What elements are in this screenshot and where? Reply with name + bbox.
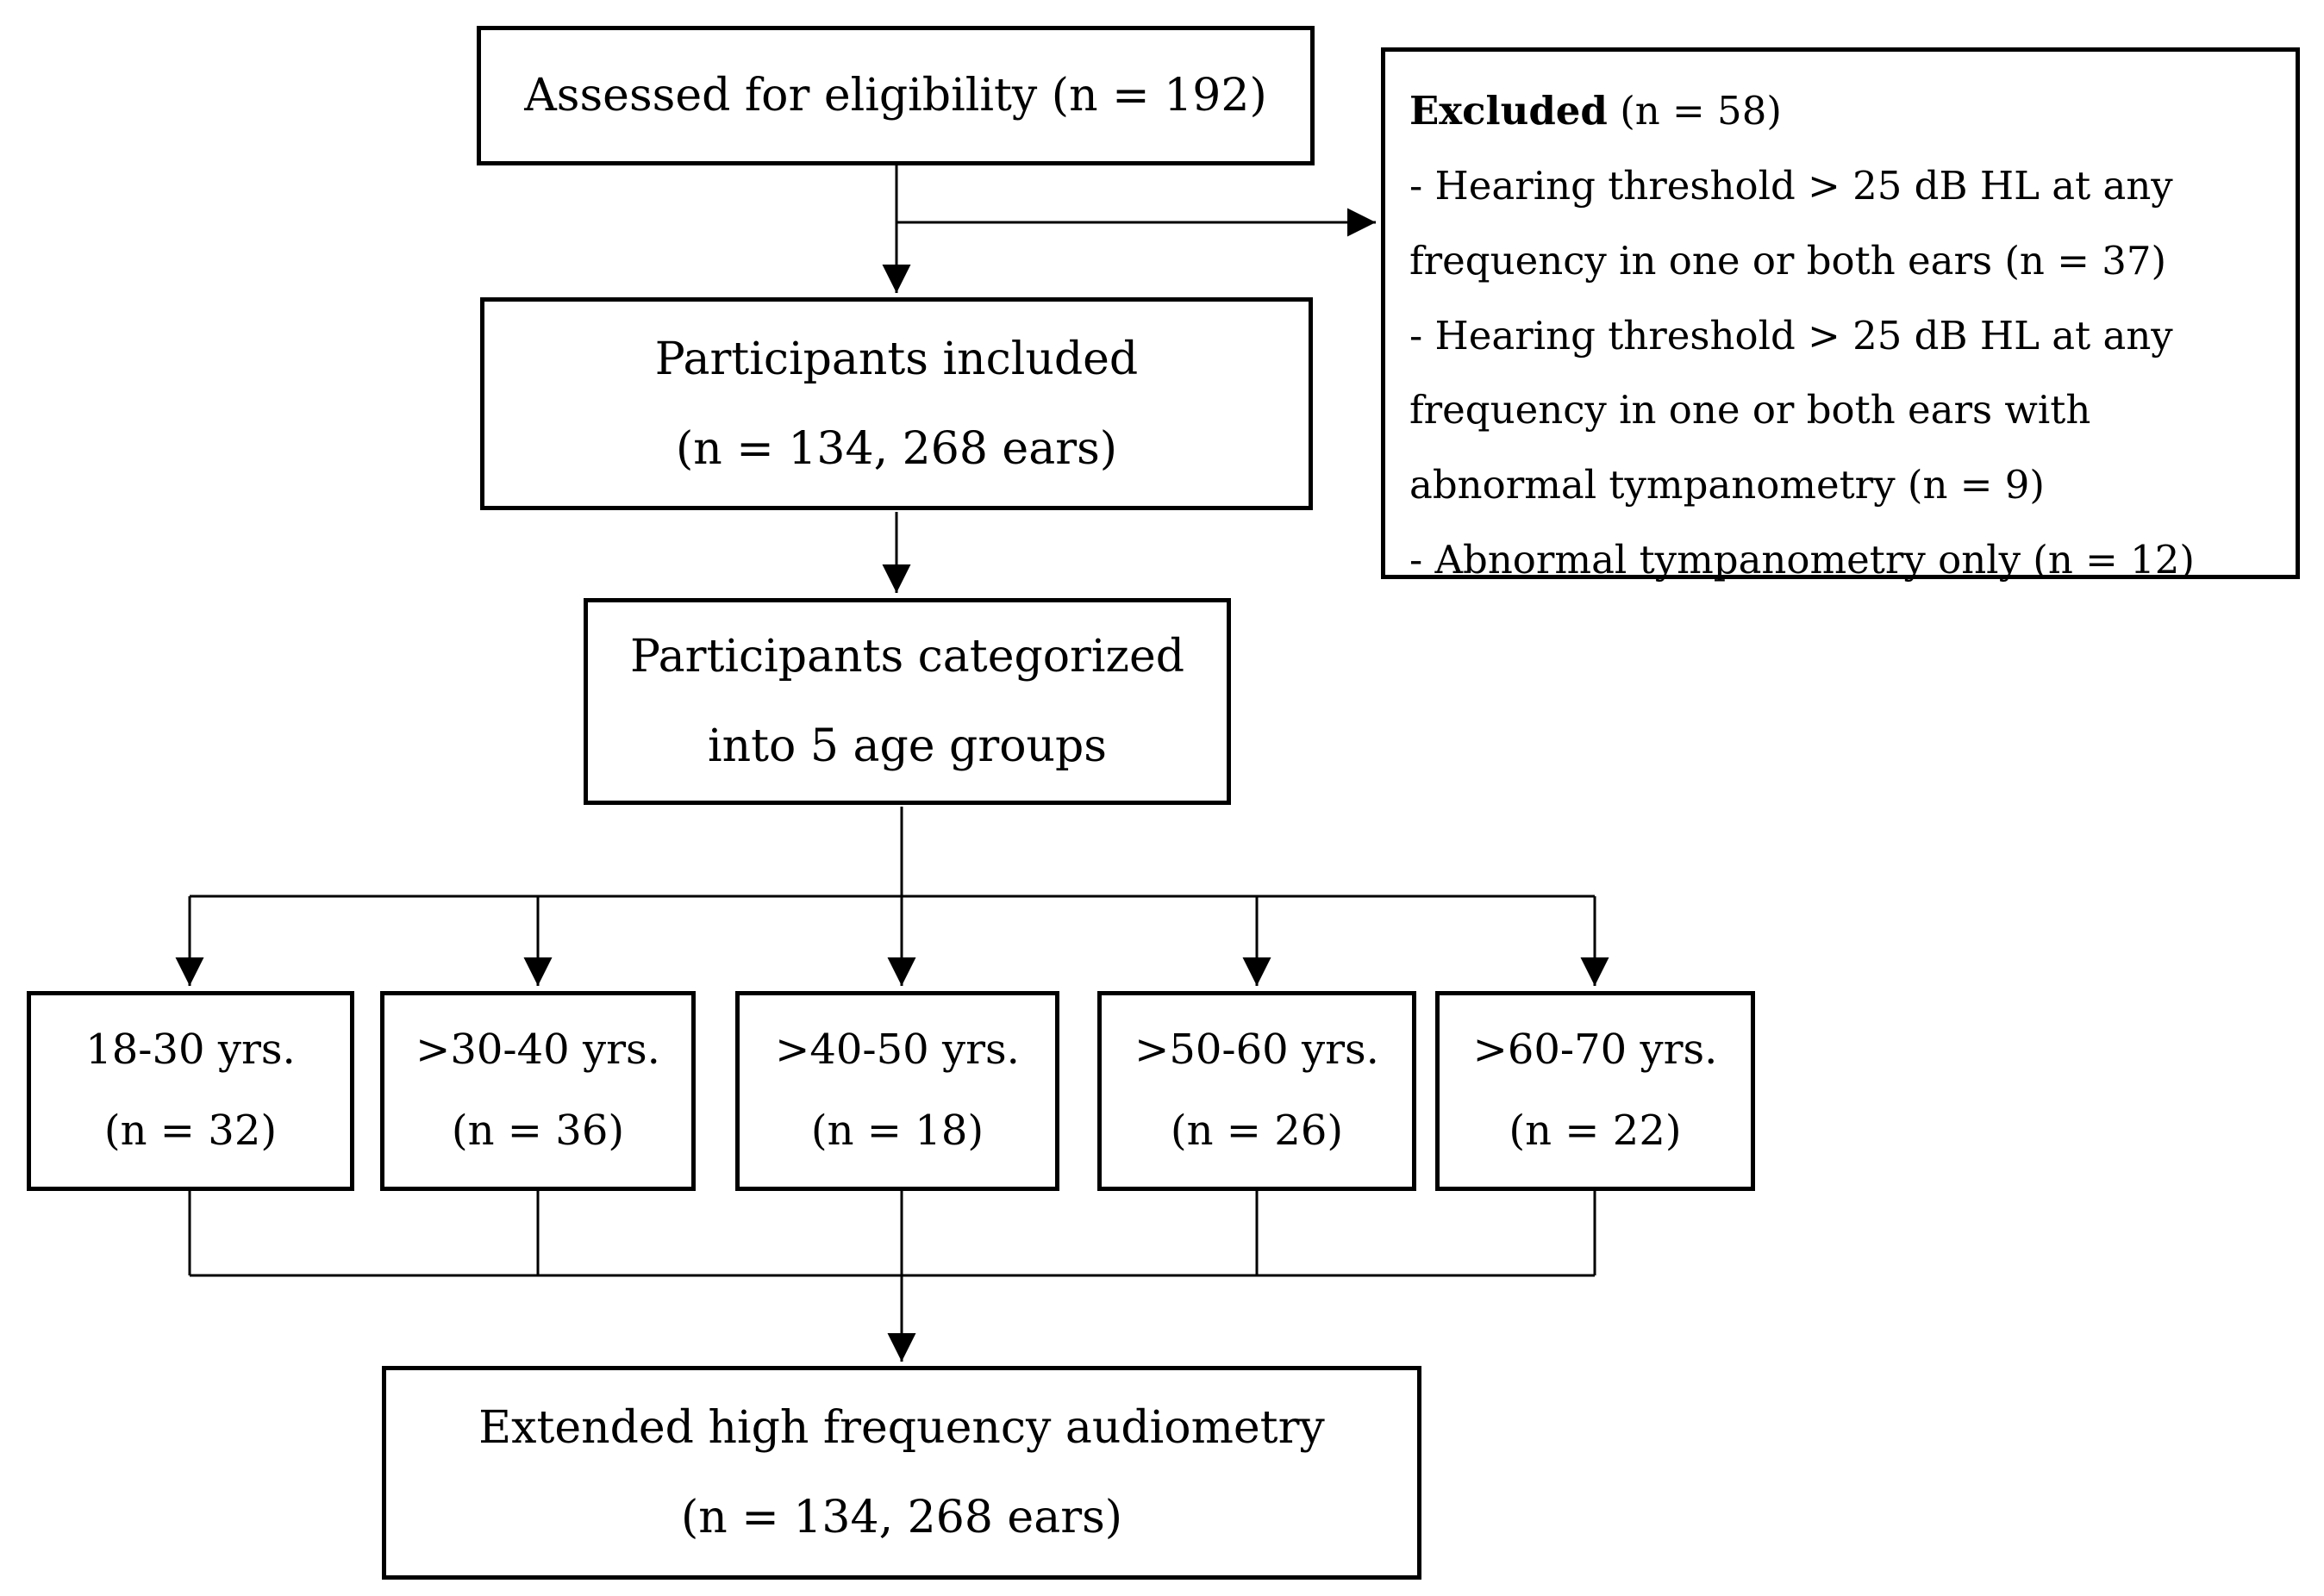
age-count: (n = 32)	[103, 1107, 278, 1155]
box-assessed-for-eligibility: Assessed for eligibility (n = 192)	[477, 26, 1315, 165]
age-range: >60-70 yrs.	[1472, 1026, 1718, 1075]
age-count: (n = 26)	[1170, 1107, 1344, 1155]
excluded-title: Excluded (n = 58)	[1409, 74, 1782, 149]
age-count: (n = 36)	[451, 1107, 625, 1155]
assessed-label: Assessed for eligibility (n = 192)	[524, 70, 1267, 122]
excluded-reason: - Hearing threshold > 25 dB HL at any fr…	[1409, 312, 2173, 508]
final-line2: (n = 134, 268 ears)	[680, 1492, 1123, 1543]
box-excluded: Excluded (n = 58) - Hearing threshold > …	[1381, 47, 2300, 583]
box-age-group-18-30: 18-30 yrs. (n = 32)	[27, 991, 354, 1191]
final-line1: Extended high frequency audiometry	[478, 1402, 1325, 1454]
excluded-title-bold: Excluded	[1409, 88, 1608, 134]
age-range: >50-60 yrs.	[1134, 1026, 1379, 1075]
box-age-group-30-40: >30-40 yrs. (n = 36)	[380, 991, 696, 1191]
age-range: 18-30 yrs.	[85, 1026, 296, 1075]
box-extended-high-frequency-audiometry: Extended high frequency audiometry (n = …	[382, 1366, 1421, 1580]
excluded-title-count: (n = 58)	[1607, 88, 1782, 134]
age-count: (n = 22)	[1509, 1107, 1682, 1155]
age-count: (n = 18)	[810, 1107, 984, 1155]
categorized-line2: into 5 age groups	[708, 720, 1107, 772]
included-line2: (n = 134, 268 ears)	[675, 422, 1118, 475]
box-participants-categorized: Participants categorized into 5 age grou…	[584, 598, 1231, 805]
box-participants-included: Participants included (n = 134, 268 ears…	[480, 297, 1313, 510]
age-range: >30-40 yrs.	[415, 1026, 660, 1075]
box-age-group-60-70: >60-70 yrs. (n = 22)	[1435, 991, 1755, 1191]
box-age-group-40-50: >40-50 yrs. (n = 18)	[735, 991, 1059, 1191]
box-age-group-50-60: >50-60 yrs. (n = 26)	[1097, 991, 1416, 1191]
excluded-reason: - Abnormal tympanometry only (n = 12)	[1409, 537, 2195, 583]
categorized-line1: Participants categorized	[629, 631, 1185, 683]
excluded-reason: - Hearing threshold > 25 dB HL at any fr…	[1409, 162, 2173, 284]
age-range: >40-50 yrs.	[775, 1026, 1020, 1075]
included-line1: Participants included	[654, 333, 1139, 385]
